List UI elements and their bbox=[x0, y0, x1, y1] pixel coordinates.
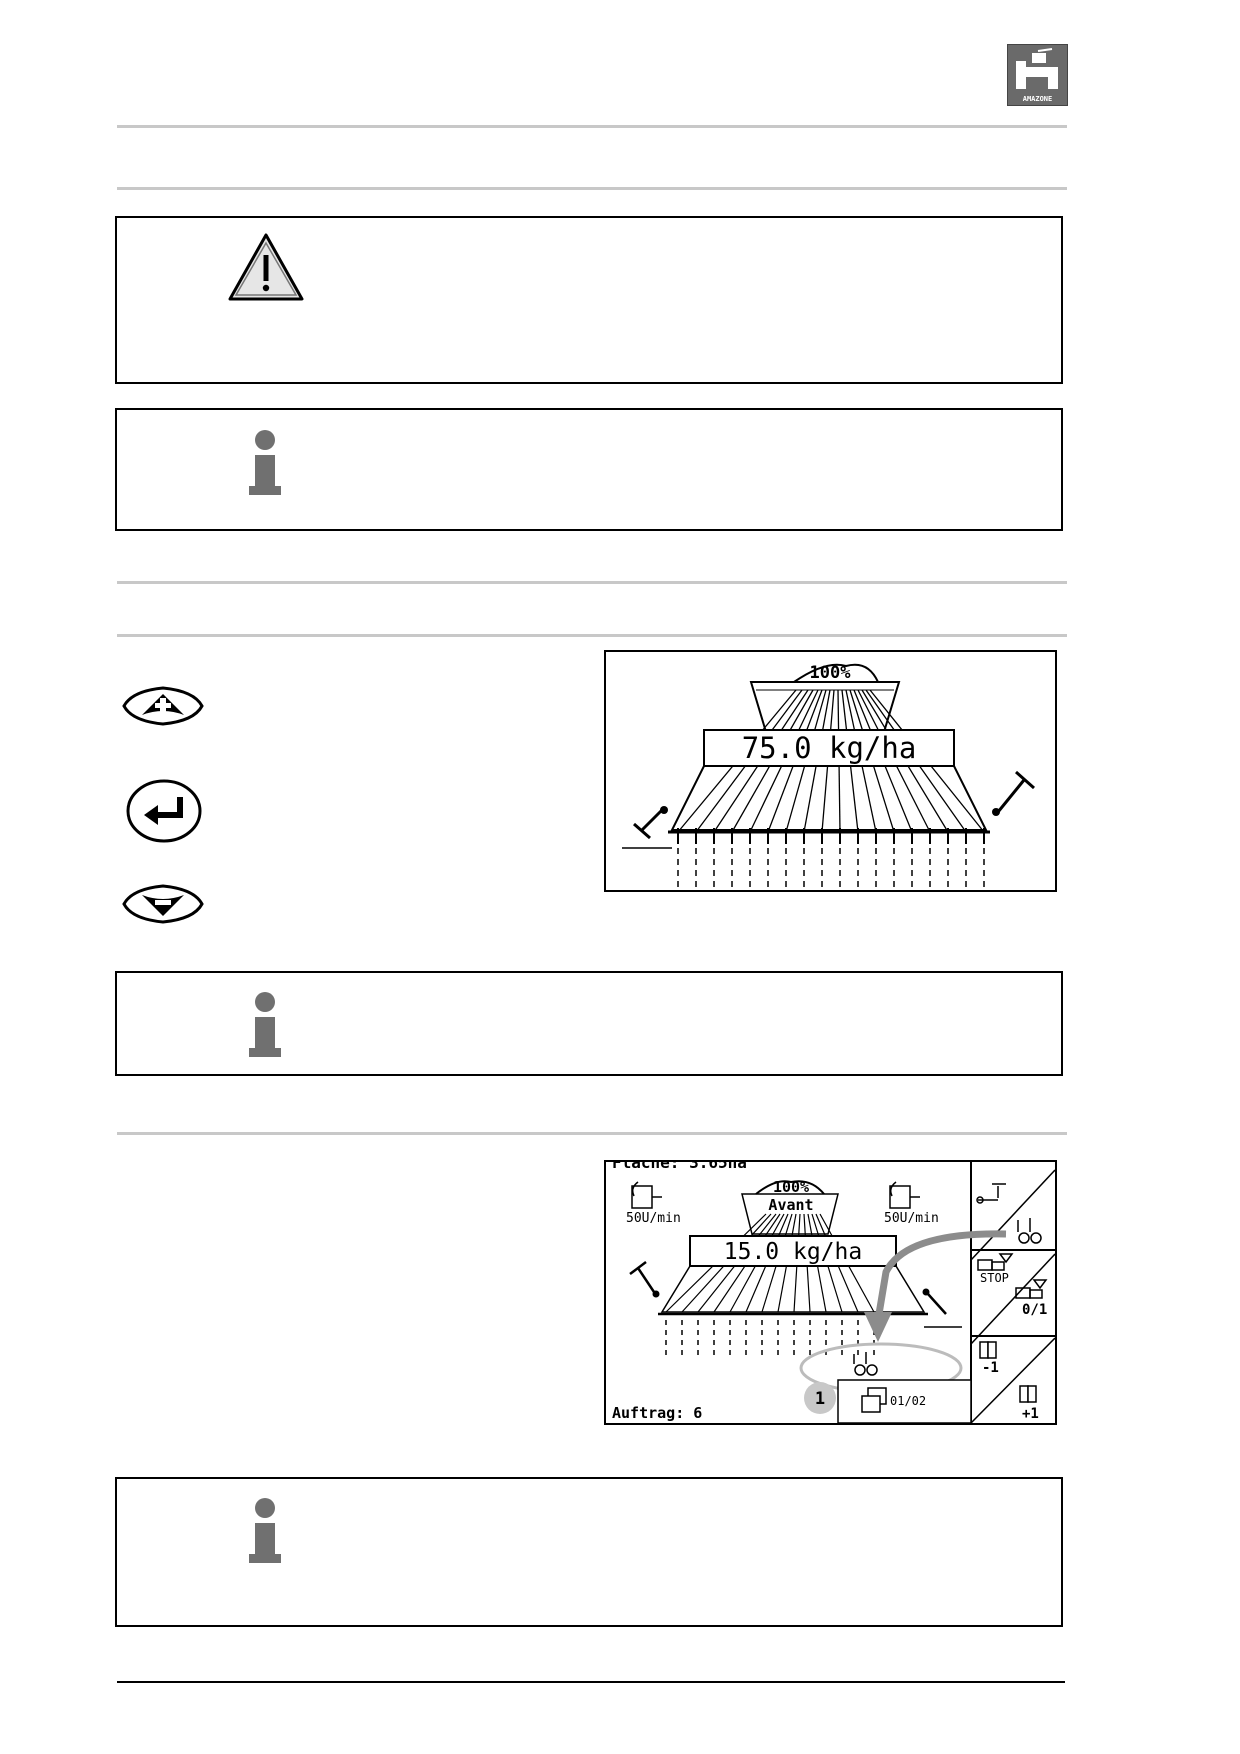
info-box-3 bbox=[115, 1477, 1063, 1627]
rate-display-figure: 100% 75.0 kg/ha bbox=[604, 650, 1057, 892]
footer-rule bbox=[117, 1681, 1065, 1683]
right-speed: 50U/min bbox=[884, 1211, 939, 1226]
callout-marker bbox=[804, 1382, 836, 1414]
work-screen-diagram: Fläche: 3.65ha 50U/min 50U/min 100% Avan… bbox=[612, 1162, 1055, 1423]
tramline-status-icon bbox=[853, 1352, 878, 1376]
rate-value: 75.0 kg/ha bbox=[742, 731, 917, 765]
minus-key-icon[interactable] bbox=[120, 883, 206, 925]
amazone-logo-icon: AMAZONE bbox=[1016, 48, 1058, 103]
section-rule-4 bbox=[117, 1132, 1067, 1135]
plus-label: +1 bbox=[1022, 1406, 1039, 1422]
callout-arrowhead bbox=[864, 1312, 892, 1342]
section-rule-1 bbox=[117, 187, 1067, 190]
spreader-diagram: 100% 75.0 kg/ha bbox=[622, 663, 1035, 888]
fraction-label: 0/1 bbox=[1022, 1302, 1047, 1318]
callout-number: 1 bbox=[815, 1389, 825, 1409]
info-icon bbox=[249, 430, 281, 495]
warning-box bbox=[115, 216, 1063, 384]
pages-icon bbox=[861, 1387, 887, 1413]
info-box-1 bbox=[115, 408, 1063, 531]
info-box-2 bbox=[115, 971, 1063, 1076]
work-screen-figure: Fläche: 3.65ha 50U/min 50U/min 100% Avan… bbox=[604, 1160, 1057, 1425]
area-label: Fläche: 3.65ha bbox=[612, 1162, 747, 1172]
marker-softkey-icon[interactable] bbox=[976, 1183, 1006, 1204]
hopper-percent: 100% bbox=[810, 663, 852, 683]
rate-value-2: 15.0 kg/ha bbox=[724, 1239, 862, 1265]
amazone-logo: AMAZONE bbox=[1007, 44, 1068, 106]
section-plus-softkey-icon[interactable] bbox=[1019, 1385, 1037, 1403]
right-shaft-icon bbox=[889, 1181, 920, 1209]
order-label: Auftrag: 6 bbox=[612, 1404, 702, 1422]
section-rule-2 bbox=[117, 581, 1067, 584]
left-speed: 50U/min bbox=[626, 1211, 681, 1226]
shutoff-softkey-icon[interactable] bbox=[1015, 1279, 1048, 1299]
warning-triangle-icon bbox=[228, 233, 304, 301]
logo-text: AMAZONE bbox=[1023, 95, 1053, 103]
stop-softkey-icon[interactable] bbox=[977, 1253, 1014, 1271]
hopper-percent-2: 100% bbox=[773, 1178, 809, 1196]
info-icon bbox=[249, 992, 281, 1057]
callout-arrow bbox=[874, 1230, 1007, 1321]
plus-key-icon[interactable] bbox=[120, 685, 206, 727]
page-indicator: 01/02 bbox=[890, 1394, 926, 1408]
minus-label: -1 bbox=[982, 1360, 999, 1376]
info-icon bbox=[249, 1498, 281, 1563]
section-minus-softkey-icon[interactable] bbox=[979, 1341, 997, 1359]
enter-key-icon[interactable] bbox=[124, 777, 204, 845]
section-rule-3 bbox=[117, 634, 1067, 637]
header-rule bbox=[117, 125, 1067, 128]
hopper-mode: Avant bbox=[768, 1196, 813, 1214]
left-shaft-icon bbox=[631, 1181, 662, 1209]
tramline-softkey-icon[interactable] bbox=[1017, 1218, 1042, 1244]
stop-label: STOP bbox=[980, 1271, 1009, 1285]
